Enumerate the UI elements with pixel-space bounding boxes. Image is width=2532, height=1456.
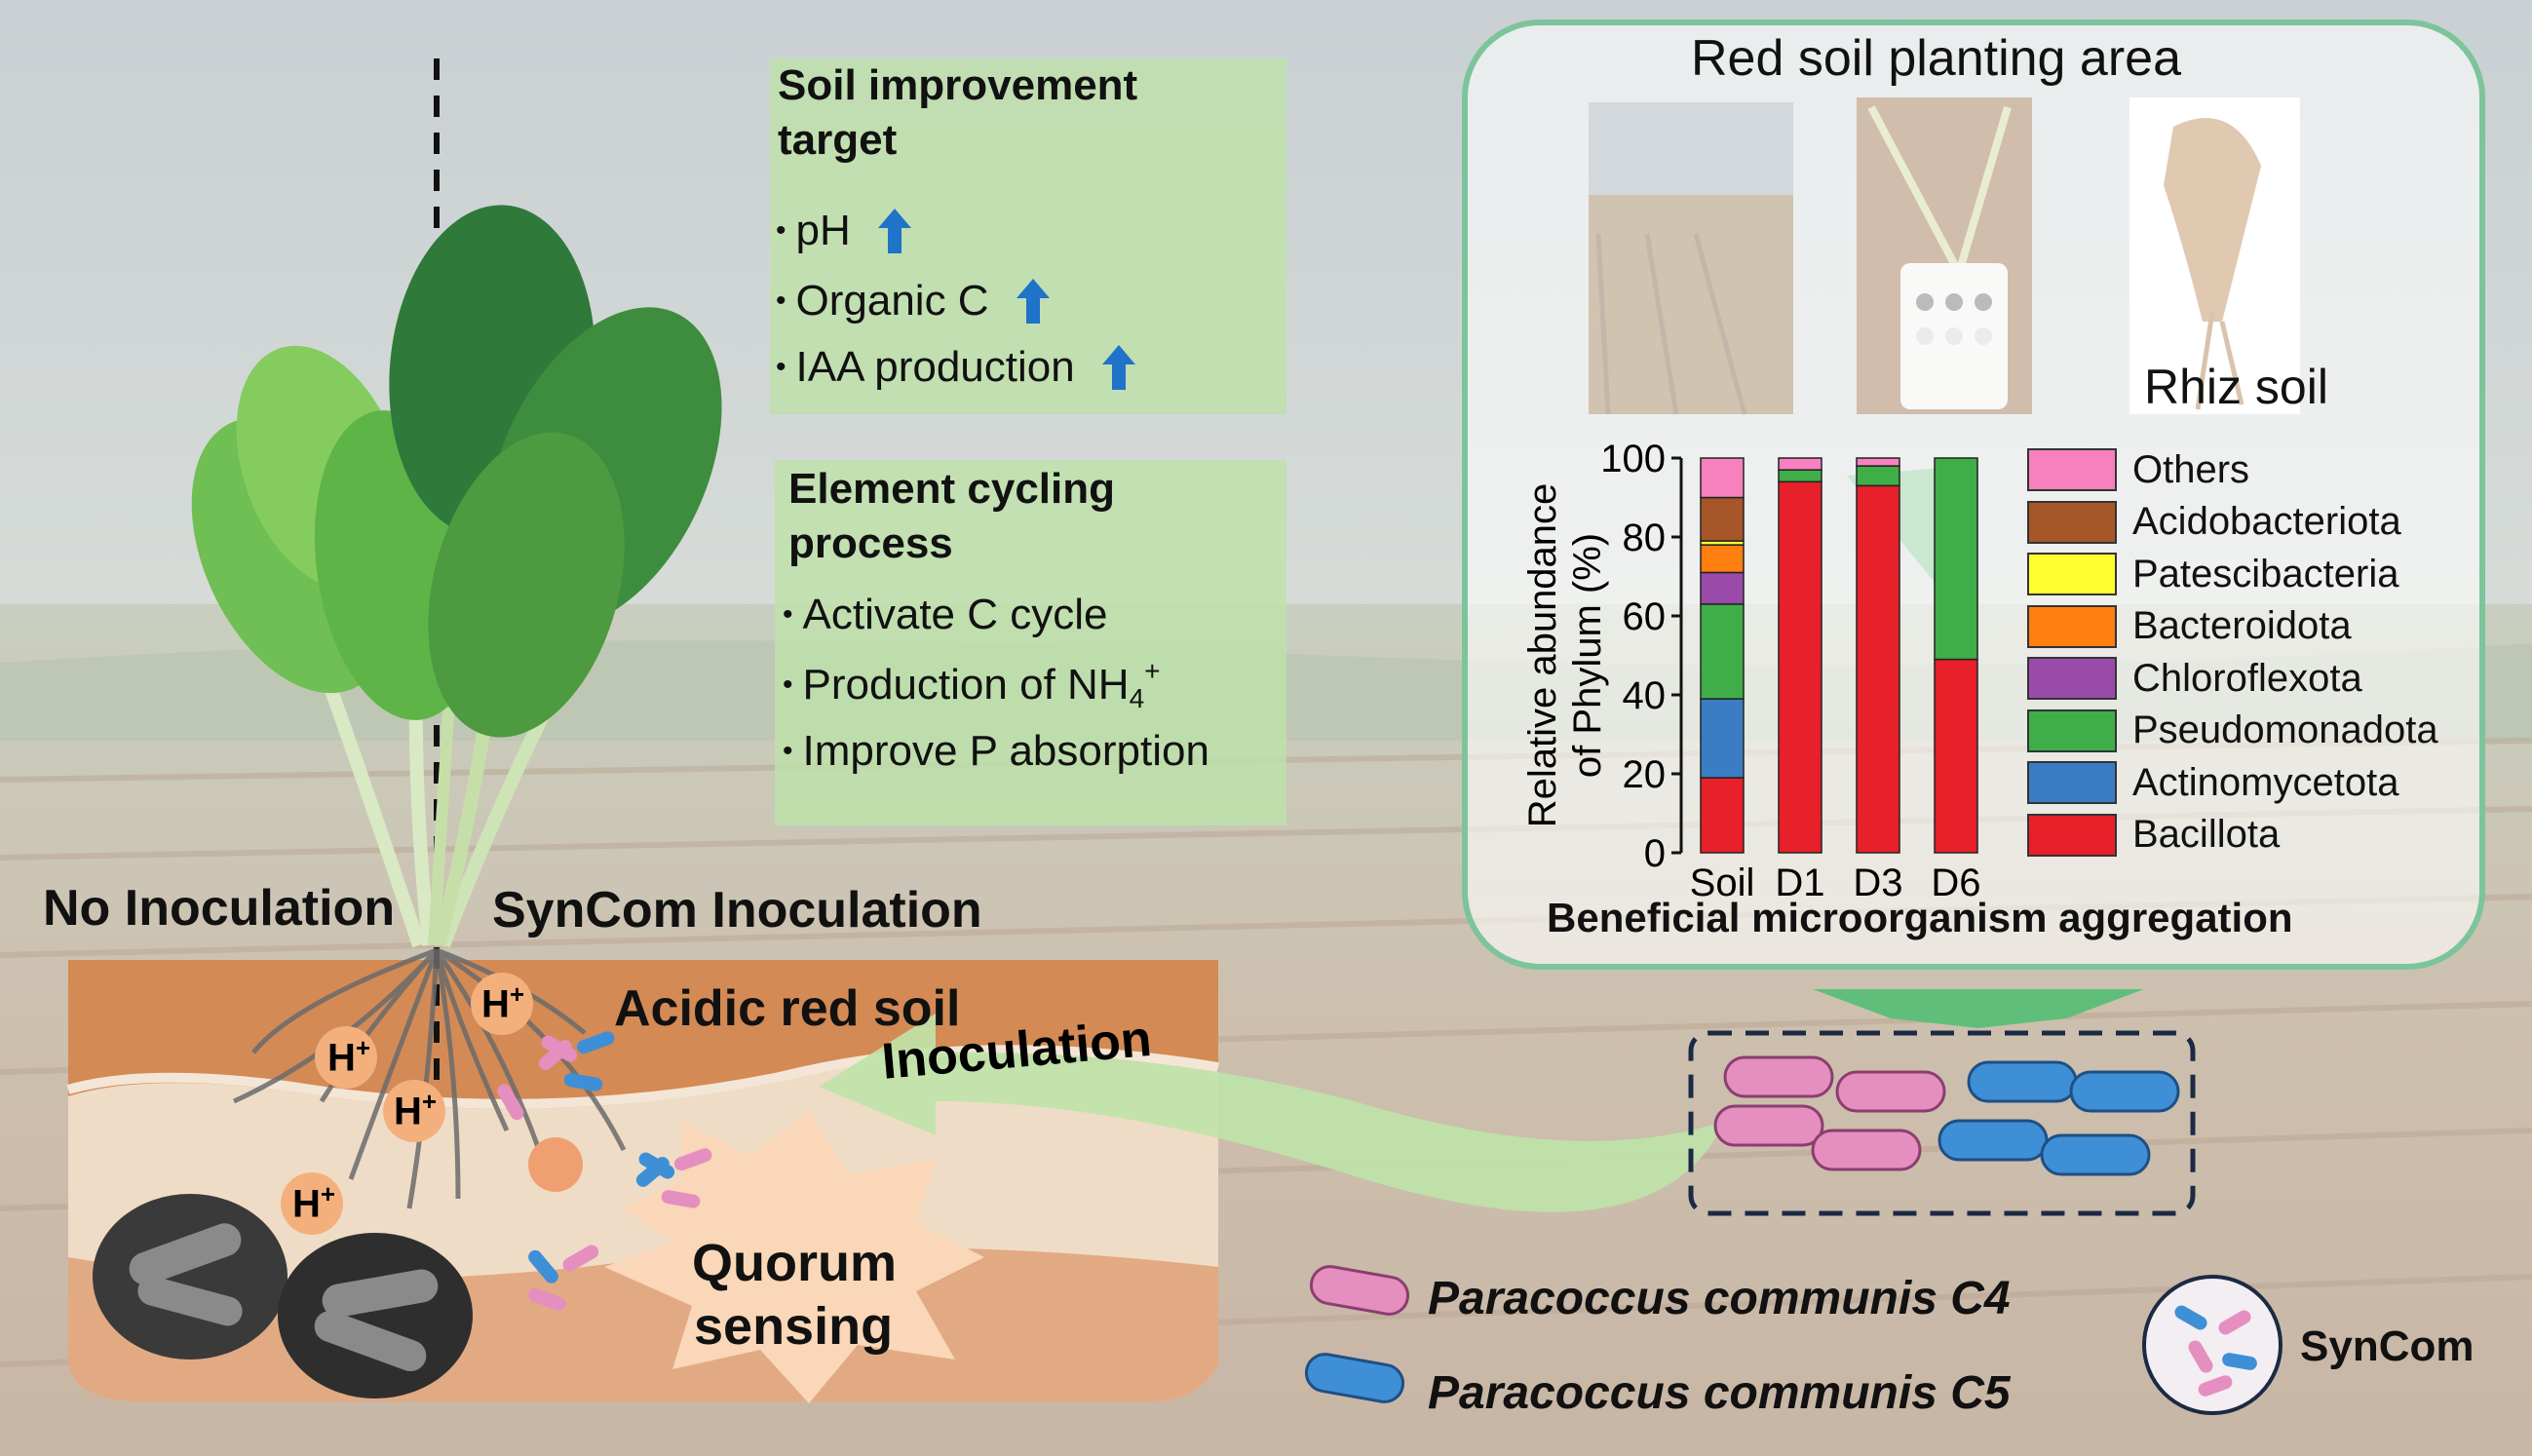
sem-images (93, 1194, 473, 1399)
aggregation-caption: Beneficial microorganism aggregation (1547, 895, 2293, 940)
y-tick-label: 40 (1623, 674, 1667, 717)
down-arrow (1813, 989, 2144, 1028)
legend-item: Bacteroidota (2027, 603, 2352, 650)
acidic-red-soil-label: Acidic red soil (614, 980, 961, 1037)
element-cycling-item-c-cycle: •Activate C cycle (783, 591, 1108, 638)
x-tick-label: D3 (1853, 862, 1902, 904)
element-cycling-item-p-absorption: •Improve P absorption (783, 727, 1209, 775)
x-tick-label: D6 (1931, 862, 1980, 904)
bar-segment (1700, 698, 1745, 779)
legend-label: Bacteroidota (2132, 604, 2352, 647)
quorum-sensing-burst (604, 1111, 984, 1403)
legend-label: Patescibacteria (2132, 552, 2399, 595)
increase-arrow-icon (1101, 345, 1135, 390)
c5-label: Paracoccus communis C5 (1428, 1367, 2011, 1419)
legend-swatch (2027, 448, 2117, 491)
sensing-label: sensing (694, 1297, 894, 1356)
element-cycling-title: Element cycling process (788, 465, 1116, 567)
quorum-label: Quorum (692, 1234, 897, 1292)
legend-item: Actinomycetota (2027, 759, 2398, 806)
bar-segment (1856, 457, 1900, 467)
bar-segment (1700, 603, 1745, 700)
legend-label: Pseudomonadota (2132, 709, 2438, 751)
bar-segment (1700, 777, 1745, 854)
x-tick-label: D1 (1775, 862, 1824, 904)
legend-swatch (2027, 604, 2117, 648)
legend-item: Patescibacteria (2027, 551, 2398, 597)
legend-swatch (2027, 657, 2117, 700)
y-axis-label: Relative abundance (1521, 483, 1564, 828)
c4-label: Paracoccus communis C4 (1428, 1273, 2011, 1324)
legend-item: Bacillota (2027, 812, 2280, 859)
bar-segment (1778, 457, 1822, 471)
y-tick-label: 20 (1623, 753, 1667, 796)
legend-item: Chloroflexota (2027, 655, 2362, 702)
syncom-label: SynCom (2300, 1322, 2474, 1370)
y-axis-label: of Phylum (%) (1566, 533, 1609, 778)
bar-segment (1856, 484, 1900, 854)
syncom-inoculation-label: SynCom Inoculation (492, 882, 982, 939)
soil-target-item-ph: •pH (776, 205, 911, 257)
rhiz-soil-label: Rhiz soil (2144, 360, 2328, 414)
soil-target-item-organic-c: •Organic C (776, 275, 1050, 327)
increase-arrow-icon (877, 209, 911, 253)
soil-improvement-target-box: Soil improvement target •pH •Organic C •… (770, 58, 1286, 414)
legend-label: Others (2132, 447, 2250, 491)
y-tick-label: 0 (1644, 832, 1666, 875)
red-soil-area-title: Red soil planting area (1691, 30, 2181, 87)
bar-segment (1700, 457, 1745, 499)
c5-bacterium-icon (1304, 1353, 1405, 1403)
bar-segment (1856, 465, 1900, 487)
soil-target-item-iaa: •IAA production (776, 341, 1135, 394)
element-cycling-box: Element cycling process •Activate C cycl… (775, 460, 1286, 825)
legend-label: Acidobacteriota (2132, 500, 2401, 543)
h-plus-label: H+ (481, 979, 525, 1026)
y-tick-label: 60 (1623, 595, 1667, 638)
legend-item: Others (2027, 446, 2249, 493)
legend-label: Bacillota (2132, 813, 2281, 856)
legend-item: Pseudomonadota (2027, 708, 2438, 754)
y-tick-label: 100 (1600, 438, 1666, 480)
h-plus-label: H+ (292, 1179, 336, 1226)
legend-label: Chloroflexota (2132, 656, 2362, 700)
legend-swatch (2027, 761, 2117, 804)
h-plus-label: H+ (394, 1087, 438, 1133)
syncom-box-bacteria (1713, 1055, 2180, 1176)
soil-bacteria-clusters (497, 1031, 712, 1311)
syncom-box (1688, 1030, 2196, 1216)
bar-segment (1778, 469, 1822, 483)
bar-segment (1934, 658, 1978, 854)
legend-swatch (2027, 553, 2117, 595)
no-inoculation-label: No Inoculation (43, 880, 396, 937)
bar-segment (1934, 457, 1978, 661)
bar-segment (1700, 496, 1745, 542)
inoculation-arrow (819, 1014, 1725, 1212)
c4-bacterium-icon (1309, 1265, 1410, 1316)
h-plus-circles (281, 973, 533, 1235)
legend-swatch (2027, 709, 2117, 752)
legend-item: Acidobacteriota (2027, 499, 2401, 546)
increase-arrow-icon (1016, 279, 1050, 324)
legend-label: Actinomycetota (2132, 760, 2399, 804)
bar-segment (1700, 571, 1745, 605)
y-tick-label: 80 (1623, 517, 1667, 559)
legend-swatch (2027, 813, 2117, 857)
legend-swatch (2027, 500, 2117, 544)
bar-segment (1778, 480, 1822, 854)
soil-target-title: Soil improvement target (778, 61, 1138, 164)
plant (191, 205, 722, 948)
bar-segment (1700, 544, 1745, 574)
h-plus-label: H+ (327, 1033, 371, 1080)
x-tick-label: Soil (1690, 862, 1755, 904)
